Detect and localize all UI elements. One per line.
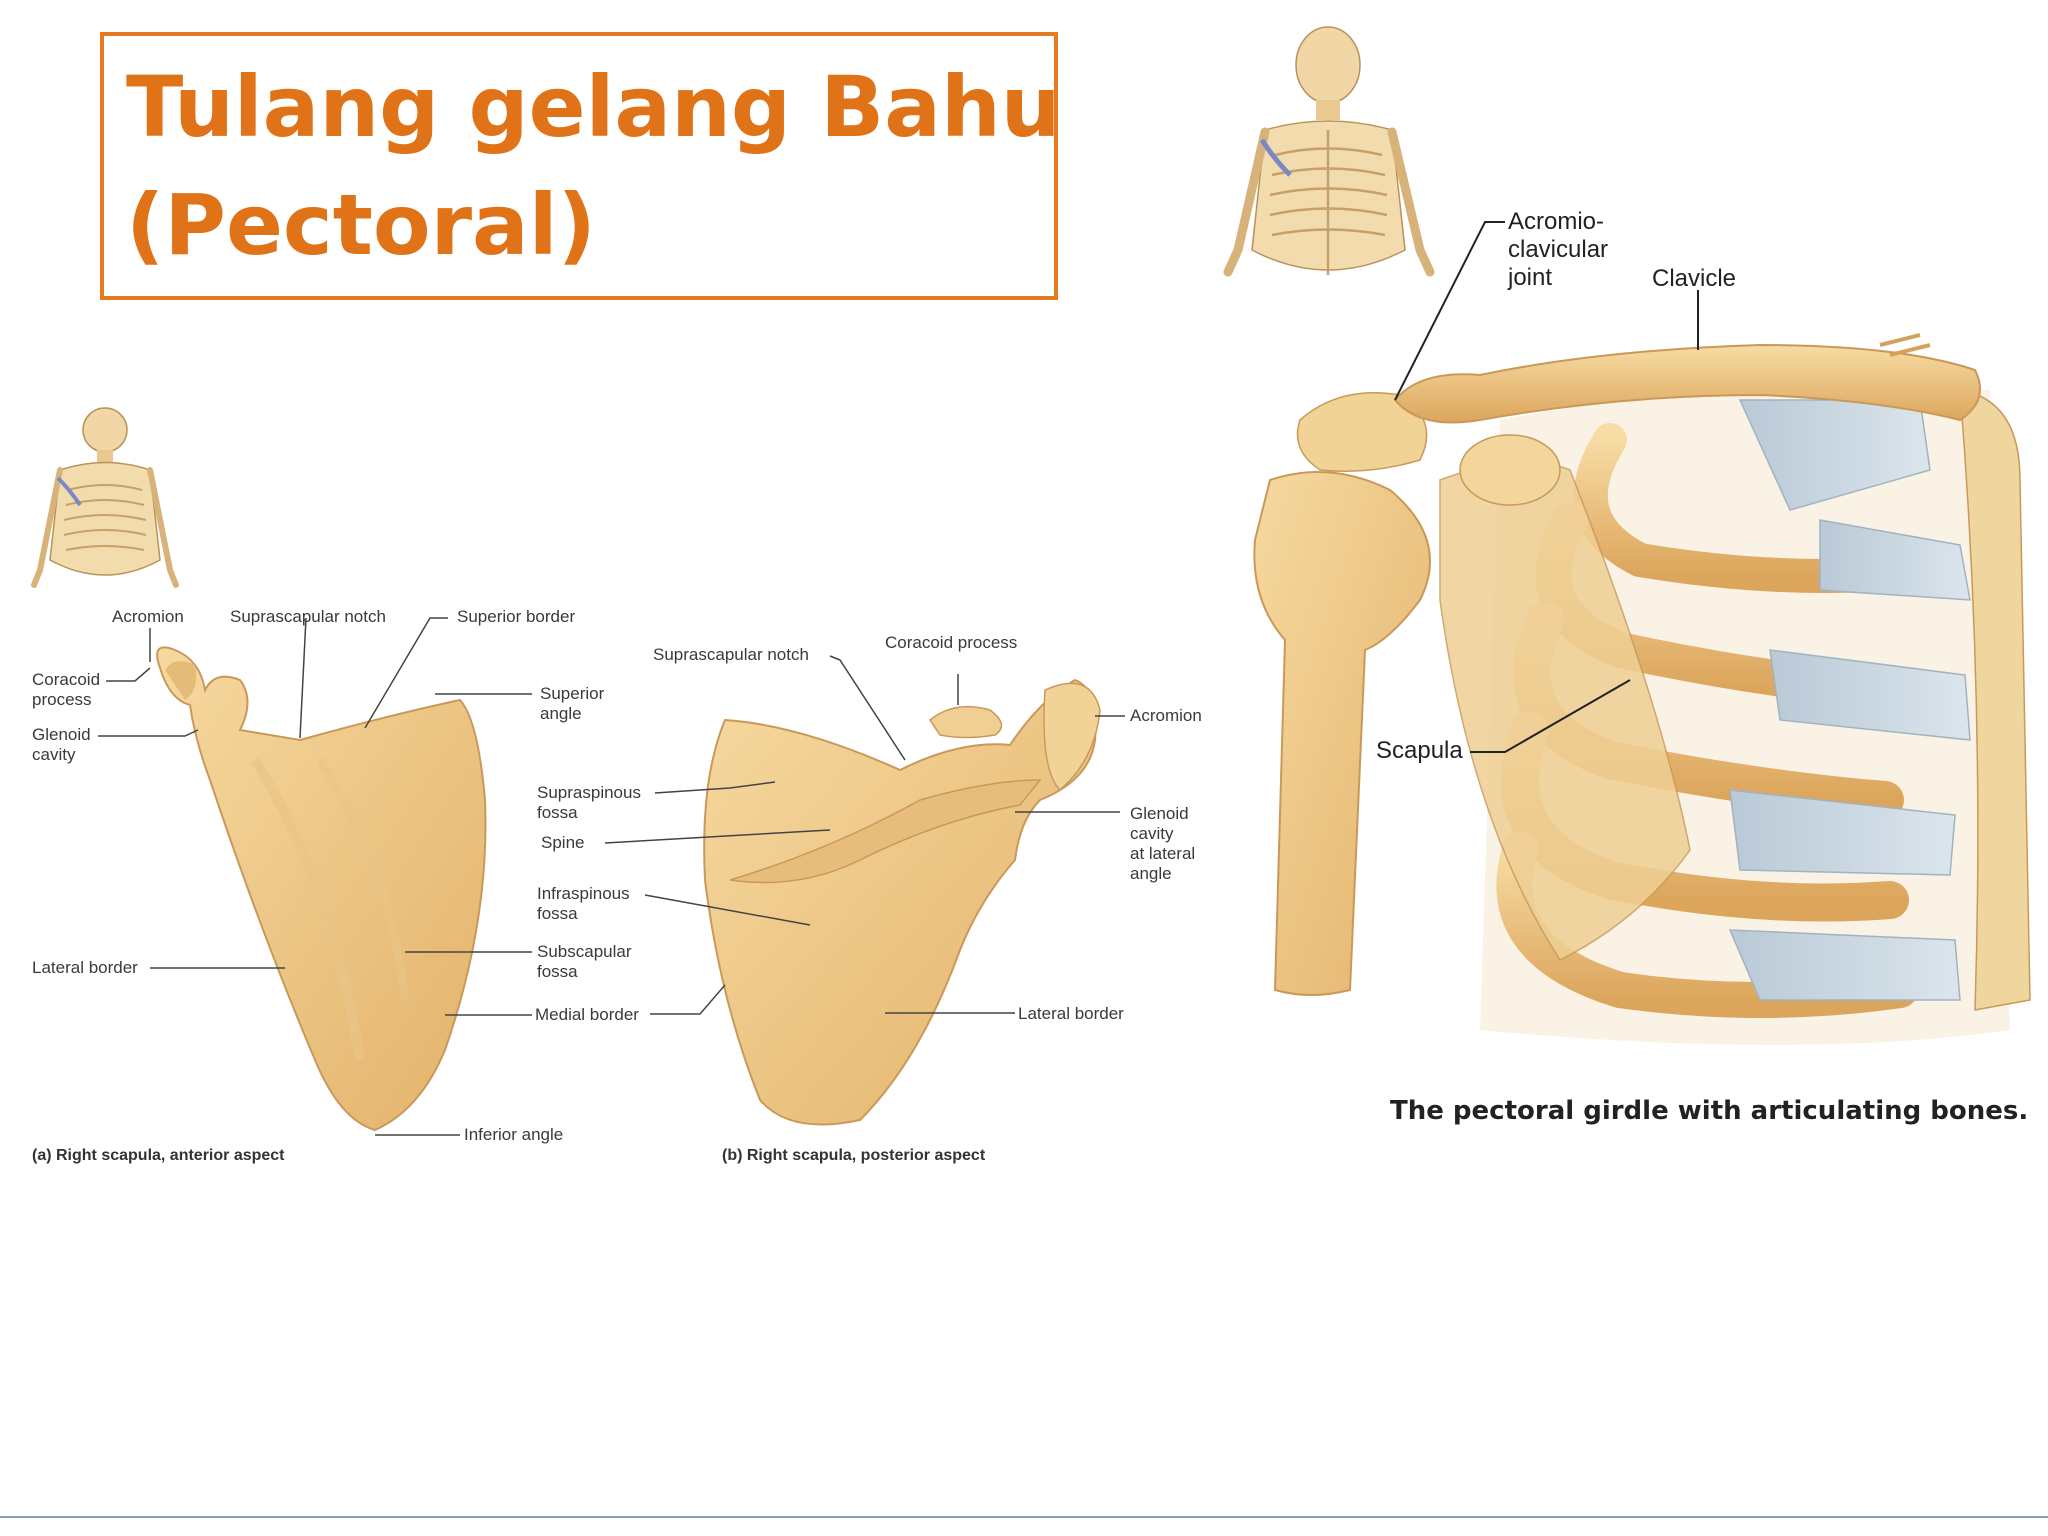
title-box: Tulang gelang Bahu (Pectoral) bbox=[100, 32, 1061, 300]
skeleton-icon-right bbox=[1223, 26, 1435, 277]
label-coracoid-process-b: Coracoid process bbox=[885, 633, 1018, 652]
label-scapula: Scapula bbox=[1376, 737, 1463, 764]
label-glenoid-cavity-a: Glenoid cavity bbox=[32, 725, 91, 764]
label-coracoid-process-a: Coracoid process bbox=[32, 670, 101, 709]
caption-figure-b: (b) Right scapula, posterior aspect bbox=[722, 1147, 986, 1164]
leader-lines-a bbox=[98, 617, 532, 1136]
skeleton-icon-left bbox=[31, 407, 179, 588]
slide-title-line2: (Pectoral) bbox=[126, 176, 596, 274]
label-subscapular-fossa-a: Subscapular fossa bbox=[537, 942, 632, 981]
caption-figure-a: (a) Right scapula, anterior aspect bbox=[32, 1147, 285, 1164]
caption-figure-c: The pectoral girdle with articulating bo… bbox=[1390, 1096, 2029, 1126]
label-infraspinous-fossa-b: Infraspinous fossa bbox=[537, 884, 630, 923]
label-supraspinous-fossa-b: Supraspinous fossa bbox=[537, 783, 641, 822]
label-lateral-border-a: Lateral border bbox=[32, 958, 138, 977]
label-medial-border-a: Medial border bbox=[535, 1005, 639, 1024]
label-superior-border-a: Superior border bbox=[457, 607, 576, 626]
slide-title-line1: Tulang gelang Bahu bbox=[126, 58, 1061, 156]
label-acromioclavicular-joint: Acromio- clavicular joint bbox=[1508, 208, 1609, 291]
label-lateral-border-b: Lateral border bbox=[1018, 1004, 1124, 1023]
label-glenoid-cavity-b: Glenoid cavity at lateral angle bbox=[1130, 804, 1196, 883]
label-acromion-b: Acromion bbox=[1130, 706, 1202, 725]
label-spine-b: Spine bbox=[541, 833, 585, 852]
scapula-posterior bbox=[703, 678, 1101, 1126]
label-clavicle: Clavicle bbox=[1652, 265, 1737, 292]
bottom-divider bbox=[0, 1516, 2048, 1518]
label-inferior-angle-a: Inferior angle bbox=[464, 1125, 564, 1144]
scapula-anterior bbox=[156, 646, 487, 1132]
label-superior-angle-a: Superior angle bbox=[540, 684, 605, 723]
label-suprascapular-notch-b: Suprascapular notch bbox=[653, 645, 809, 664]
label-acromion-a: Acromion bbox=[112, 607, 184, 626]
leader-lines-c bbox=[1394, 221, 1699, 753]
leader-lines-b bbox=[604, 655, 1125, 1015]
label-suprascapular-notch-a: Suprascapular notch bbox=[230, 607, 386, 626]
pectoral-girdle bbox=[1253, 333, 2031, 1045]
